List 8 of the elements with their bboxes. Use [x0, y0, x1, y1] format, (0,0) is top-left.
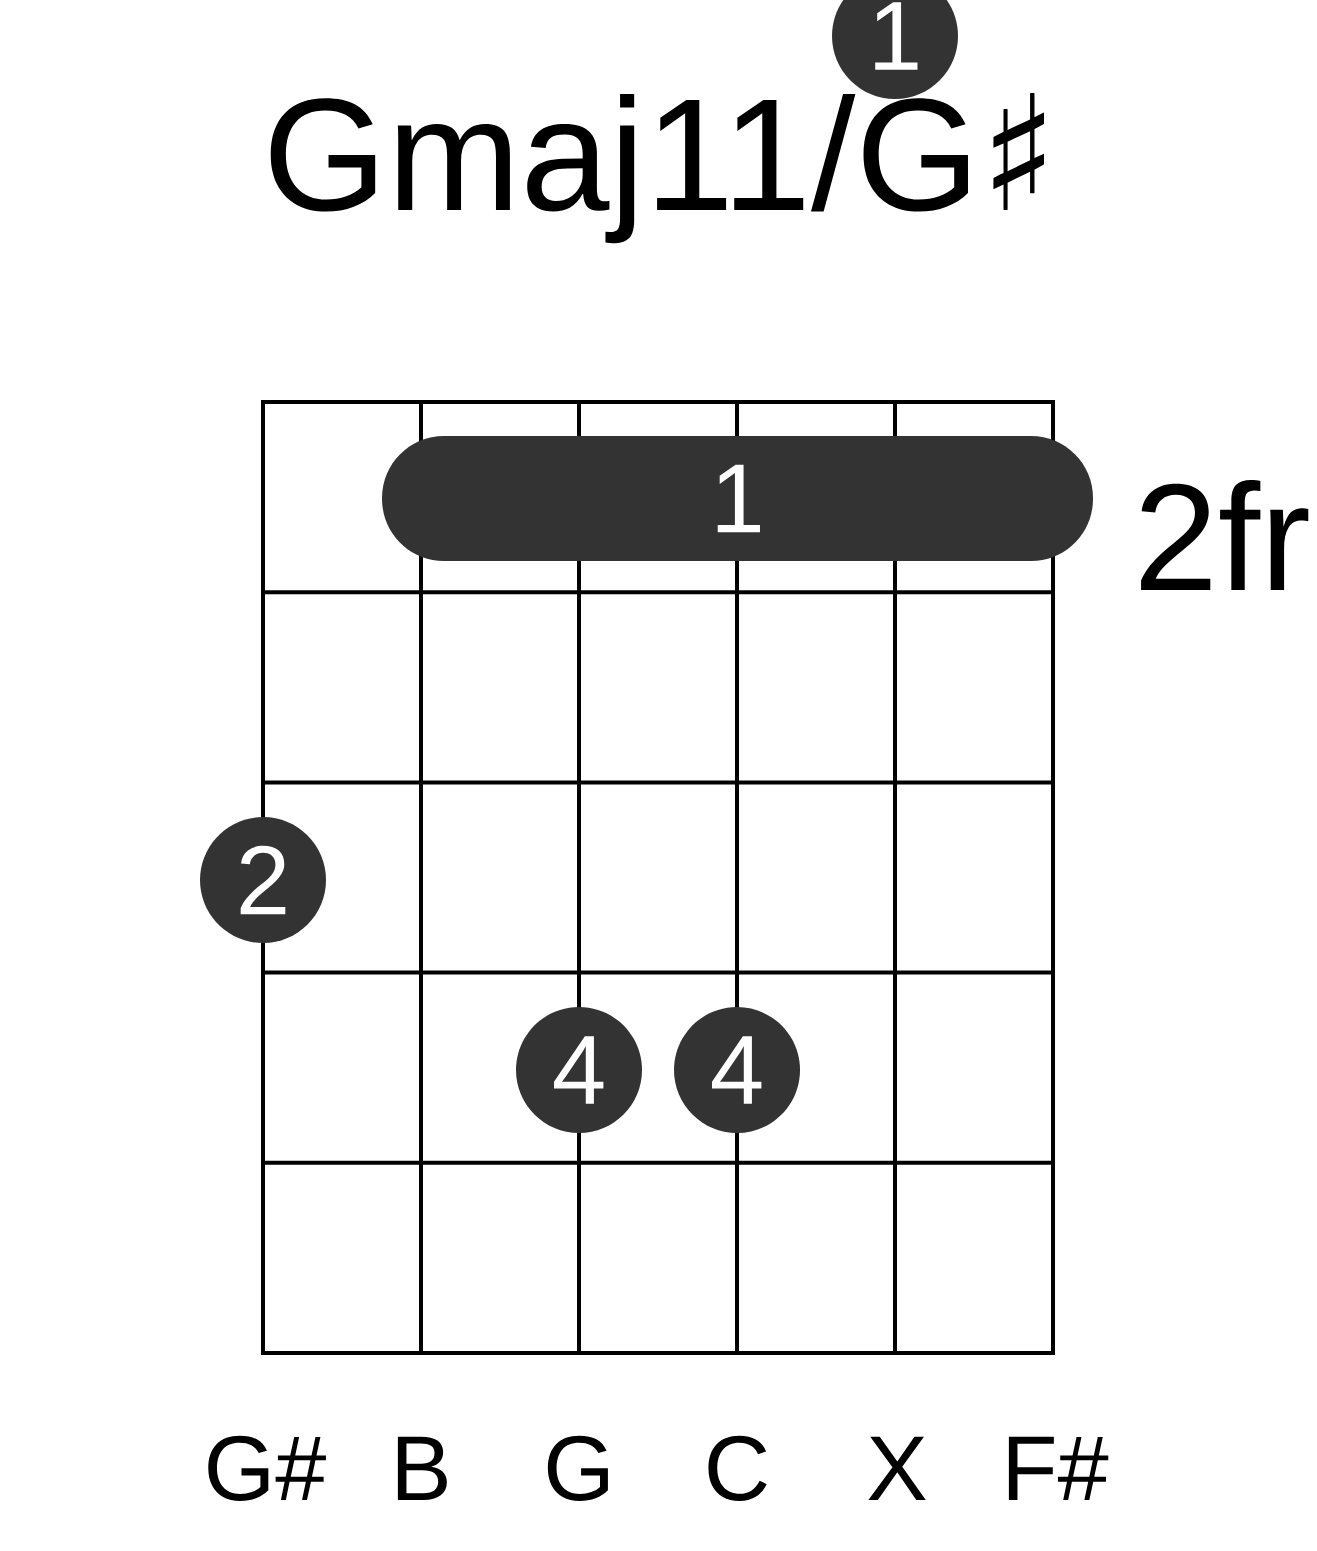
fret-number: 2fr [1141, 480, 1309, 590]
string-note: G [547, 1435, 608, 1501]
string-note: B [397, 1436, 447, 1500]
string-note: F# [1008, 1436, 1109, 1500]
barre-bar: 1 [382, 436, 1093, 561]
string-note: C [708, 1435, 767, 1501]
string-note: G# [208, 1435, 326, 1501]
string-note: X [868, 1436, 926, 1500]
